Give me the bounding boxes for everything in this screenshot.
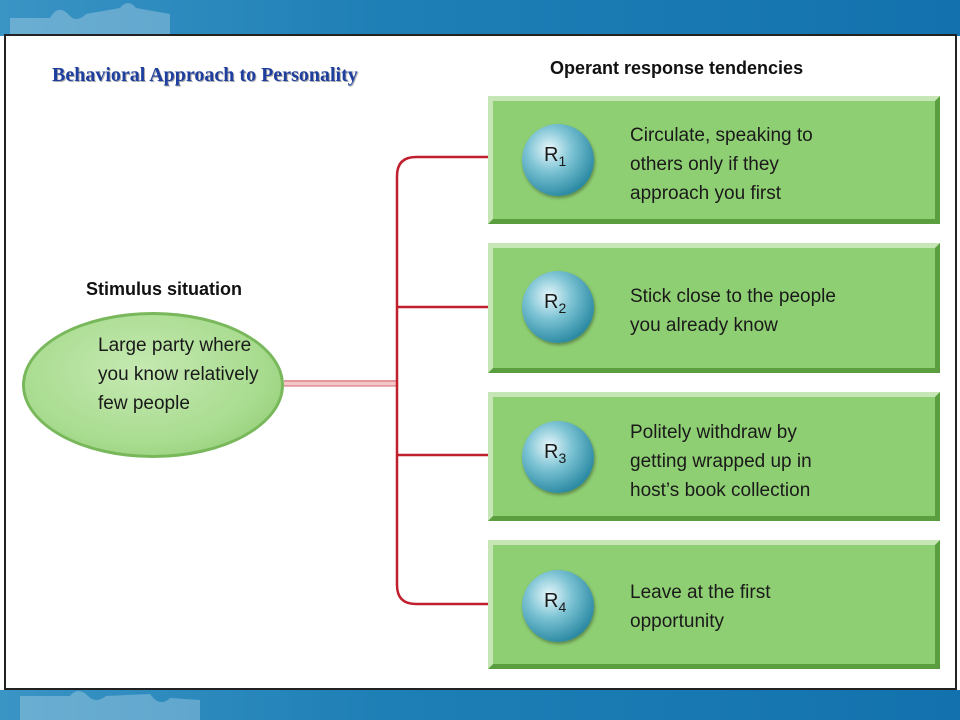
stimulus-text: Large party where you know relatively fe…: [98, 335, 259, 414]
slide-title: Behavioral Approach to Personality: [52, 64, 358, 86]
response-text: Leave at the first opportunity: [630, 582, 771, 632]
operant-heading: Operant response tendencies: [550, 58, 804, 78]
sphere-icon: R2: [522, 271, 594, 343]
response-box-3: R3 Politely withdraw by getting wrapped …: [488, 392, 940, 521]
sphere-icon: R4: [522, 570, 594, 642]
response-label: R3: [544, 441, 567, 466]
response-box-1: R1 Circulate, speaking to others only if…: [488, 96, 940, 224]
stimulus-ellipse: [22, 312, 284, 458]
response-box-4: R4 Leave at the first opportunity: [488, 540, 940, 669]
response-label: R1: [544, 144, 567, 169]
branch-trunk: [395, 155, 510, 606]
response-text: Politely withdraw by getting wrapped up …: [630, 422, 812, 501]
top-banner: [0, 0, 960, 36]
response-box-2: R2 Stick close to the people you already…: [488, 243, 940, 373]
response-label: R4: [544, 590, 567, 615]
stimulus-connector: [284, 380, 396, 387]
response-text: Circulate, speaking to others only if th…: [630, 125, 813, 204]
puzzle-piece-icon: [20, 691, 200, 720]
stimulus-heading: Stimulus situation: [86, 279, 243, 299]
sphere-icon: R1: [522, 124, 594, 196]
puzzle-piece-icon: [10, 3, 170, 36]
response-text: Stick close to the people you already kn…: [630, 286, 836, 336]
bottom-banner: [0, 690, 960, 720]
sphere-icon: R3: [522, 421, 594, 493]
response-label: R2: [544, 291, 567, 316]
